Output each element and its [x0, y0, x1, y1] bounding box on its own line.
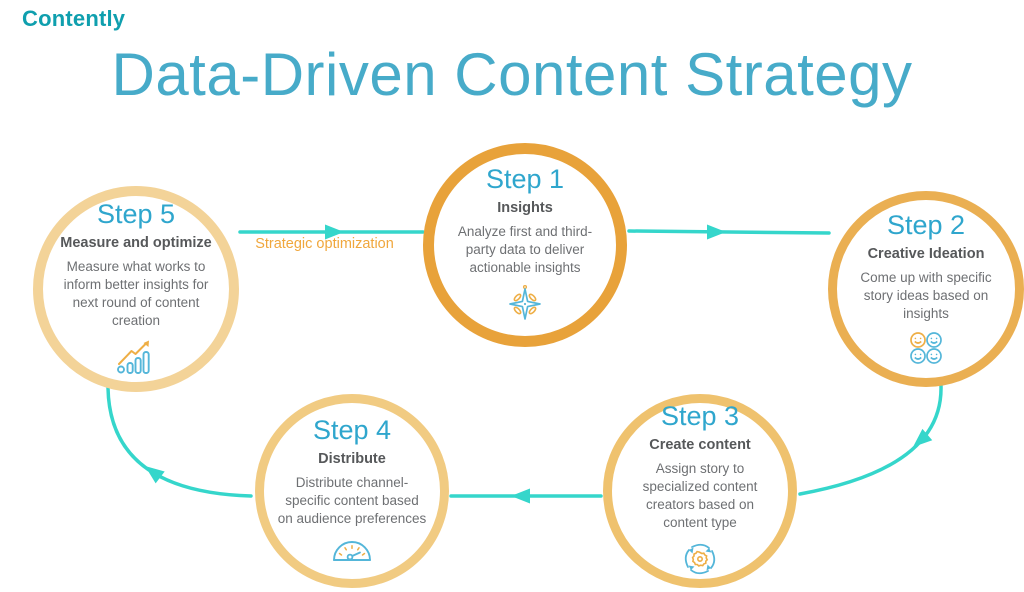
- gauge-icon: [330, 535, 374, 565]
- step-3-subtitle: Create content: [649, 437, 751, 454]
- arrowhead-step4-to-step5: [145, 466, 165, 484]
- smileys-grid-icon: [908, 330, 944, 366]
- arrow-step2-to-step3: [798, 384, 943, 496]
- step-3-heading: Step 3: [660, 401, 740, 432]
- step-1-circle: Step 1 Insights Analyze first and third-…: [423, 143, 627, 347]
- step-2-heading: Step 2: [886, 210, 966, 241]
- step-1-heading: Step 1: [485, 164, 565, 195]
- contently-logo: Contently: [22, 6, 126, 31]
- step-5-circle: Step 5 Measure and optimize Measure what…: [33, 186, 239, 392]
- page-title: Data-Driven Content Strategy: [111, 41, 913, 108]
- step-5-subtitle: Measure and optimize: [60, 235, 212, 252]
- step-2-subtitle: Creative Ideation: [867, 246, 985, 263]
- step-4-circle: Step 4 Distribute Distribute channel-spe…: [255, 394, 449, 588]
- arrow-step1-to-step2: [627, 229, 831, 235]
- step-4-description: Distribute channel-specific content base…: [277, 474, 427, 526]
- step-4-subtitle: Distribute: [318, 451, 386, 468]
- step-2-circle: Step 2 Creative Ideation Come up with sp…: [828, 191, 1024, 387]
- arrow-step4-to-step5: [106, 386, 253, 498]
- step-4-heading: Step 4: [312, 415, 392, 446]
- step-1-subtitle: Insights: [497, 200, 553, 217]
- arrowhead-step2-to-step3: [913, 428, 933, 447]
- strategic-optimization-label: Strategic optimization: [255, 236, 394, 252]
- arrowhead-step3-to-step4: [511, 488, 530, 504]
- arrowhead-step1-to-step2: [707, 224, 726, 240]
- north-star-icon: [506, 284, 544, 324]
- step-5-description: Measure what works to inform better insi…: [63, 258, 209, 328]
- gear-sync-icon: [680, 539, 720, 579]
- step-3-description: Assign story to specialized content crea…: [642, 460, 758, 530]
- step-3-circle: Step 3 Create content Assign story to sp…: [603, 394, 797, 588]
- growth-chart-icon: [115, 337, 157, 377]
- step-1-description: Analyze first and third-party data to de…: [457, 223, 593, 275]
- step-2-description: Come up with specific story ideas based …: [860, 269, 992, 321]
- step-5-heading: Step 5: [96, 199, 176, 230]
